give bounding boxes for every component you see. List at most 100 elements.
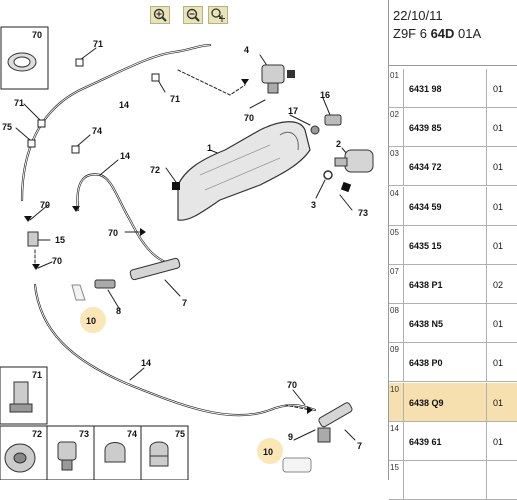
fixing-clip-icon (57, 441, 77, 471)
code-suffix: 01A (454, 26, 482, 41)
row-index: 09 (390, 345, 399, 355)
part-row[interactable]: 08 6438 N5 01 (389, 304, 517, 344)
highlight-10-lower (257, 438, 283, 464)
hose-clip-icon (104, 442, 126, 463)
hose-14-middle (76, 173, 167, 264)
part-row[interactable]: 15 (389, 461, 517, 500)
part-quantity: 01 (493, 397, 504, 408)
double-clip-icon (149, 441, 169, 467)
row-index: 14 (390, 423, 399, 433)
pump-motor[interactable] (261, 64, 295, 94)
row-divider (486, 69, 487, 107)
washer-pump[interactable] (334, 149, 374, 173)
pan-icon (211, 8, 225, 22)
part-quantity: 01 (493, 319, 504, 330)
row-divider (486, 382, 487, 421)
diagram-header: 22/10/11 Z9F 6 64D 01A (389, 0, 517, 66)
clip-icon (9, 381, 33, 413)
jet-cover-upper[interactable] (71, 284, 86, 301)
part-reference[interactable]: 6439 85 (409, 123, 442, 134)
row-index: 08 (390, 306, 399, 316)
part-reference[interactable]: 6438 N5 (409, 319, 444, 330)
part-quantity: 01 (493, 162, 504, 173)
hose-clamp-icon (7, 52, 37, 72)
callout-15: 15 (55, 235, 65, 245)
callout-71-c: 71 (14, 98, 24, 108)
highlight-10-upper (80, 307, 106, 333)
callout-1: 1 (207, 143, 212, 153)
row-divider (486, 186, 487, 225)
row-divider (486, 108, 487, 147)
callout-7-upper: 7 (182, 298, 187, 308)
parts-diagram[interactable]: 1 2 3 4 7 7 8 9 10 10 14 14 14 15 16 17 … (0, 0, 388, 480)
callout-71-a: 71 (93, 39, 103, 49)
svg-text:72: 72 (32, 429, 42, 439)
nozzle-lower[interactable] (317, 402, 353, 443)
grommet-3[interactable] (323, 170, 333, 180)
part-quantity: 01 (493, 84, 504, 94)
row-divider (403, 421, 404, 460)
row-index: 01 (390, 71, 399, 80)
part-reference[interactable]: 6434 72 (409, 162, 442, 173)
row-divider (486, 265, 487, 303)
callout-70-e: 70 (287, 380, 297, 390)
callout-70-a: 70 (244, 113, 254, 123)
clip-15[interactable] (27, 231, 39, 247)
callout-16: 16 (320, 90, 330, 100)
row-divider (403, 265, 404, 303)
inset-72[interactable]: 72 (0, 425, 48, 480)
jet-cover-lower[interactable] (282, 457, 312, 473)
part-reference[interactable]: 6438 P1 (409, 280, 443, 290)
part-reference[interactable]: 6434 59 (409, 201, 442, 212)
callout-70-d: 70 (52, 256, 62, 266)
washer-reservoir[interactable] (177, 121, 311, 221)
inset-70[interactable]: 70 (0, 26, 49, 90)
callout-8: 8 (116, 306, 121, 316)
callout-75: 75 (2, 122, 12, 132)
svg-text:73: 73 (79, 429, 89, 439)
row-divider (403, 461, 404, 499)
zoom-in-button[interactable] (150, 6, 170, 24)
row-divider (486, 461, 487, 499)
grommet-icon (4, 443, 36, 473)
callout-72: 72 (150, 165, 160, 175)
callout-14-middle: 14 (120, 151, 130, 161)
row-divider (403, 225, 404, 264)
row-index: 05 (390, 227, 399, 237)
row-index: 10 (390, 384, 399, 394)
callout-9: 9 (288, 432, 293, 442)
part-reference[interactable]: 6435 15 (409, 240, 442, 251)
row-divider (403, 186, 404, 225)
callout-70-b: 70 (40, 200, 50, 210)
inset-73[interactable]: 73 (46, 425, 95, 480)
inset-75[interactable]: 75 (140, 425, 189, 480)
part-reference[interactable]: 6439 61 (409, 436, 442, 447)
code-bold: 64D (430, 26, 455, 41)
cap-connector[interactable] (310, 114, 342, 135)
row-divider (486, 304, 487, 343)
part-quantity: 01 (493, 201, 504, 212)
inset-71[interactable]: 71 (0, 366, 48, 425)
callout-10-upper: 10 (86, 316, 96, 326)
part-row[interactable]: 01 6431 98 01 (389, 69, 517, 108)
part-reference[interactable]: 6438 P0 (409, 358, 443, 369)
row-divider (486, 225, 487, 264)
part-reference[interactable]: 6438 Q9 (409, 397, 444, 408)
inset-74[interactable]: 74 (93, 425, 142, 480)
nozzle-upper[interactable] (94, 257, 181, 289)
part-row[interactable]: 10 6438 Q9 01 (389, 382, 517, 422)
part-reference[interactable]: 6431 98 (409, 84, 442, 94)
pan-button[interactable] (208, 6, 228, 24)
callout-4: 4 (244, 45, 249, 55)
zoom-out-button[interactable] (183, 6, 203, 24)
svg-text:70: 70 (32, 30, 42, 40)
callout-7-lower: 7 (357, 441, 362, 451)
